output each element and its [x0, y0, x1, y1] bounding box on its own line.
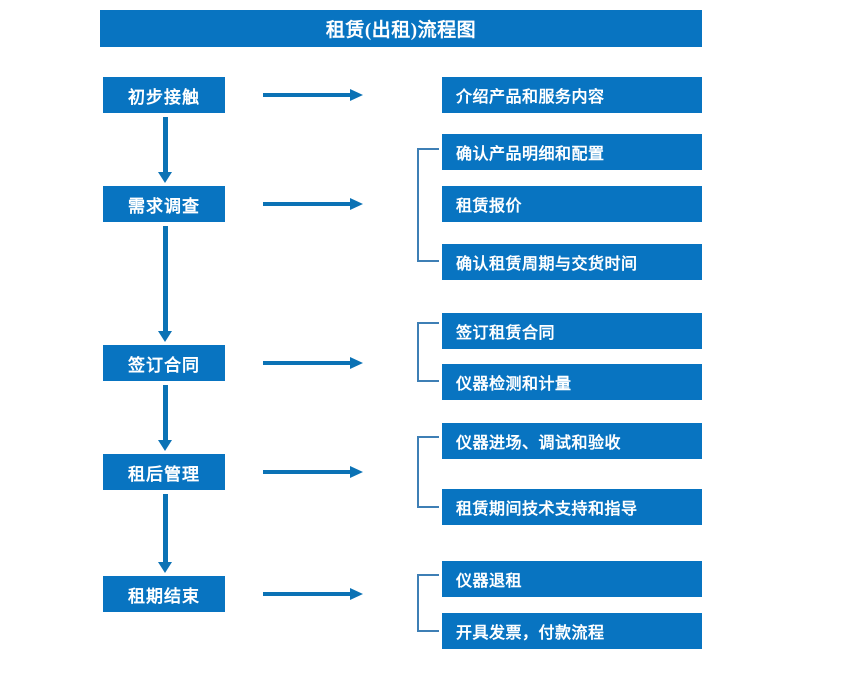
arrow-right-icon: [263, 586, 363, 602]
arrow-right-icon: [263, 355, 363, 371]
arrow-shaft: [263, 93, 351, 97]
group-bracket: [417, 574, 439, 632]
arrow-down-icon: [158, 226, 172, 342]
detail-box[interactable]: 介绍产品和服务内容: [442, 77, 702, 113]
arrow-right-icon: [263, 196, 363, 212]
detail-box[interactable]: 开具发票，付款流程: [442, 613, 702, 649]
detail-box[interactable]: 确认租赁周期与交货时间: [442, 244, 702, 280]
arrow-head: [350, 588, 363, 600]
arrow-shaft: [263, 592, 351, 596]
arrow-shaft: [163, 385, 168, 441]
arrow-shaft: [163, 226, 168, 332]
detail-box[interactable]: 确认产品明细和配置: [442, 134, 702, 170]
arrow-head: [158, 440, 172, 451]
arrow-shaft: [263, 202, 351, 206]
arrow-right-icon: [263, 87, 363, 103]
arrow-head: [350, 198, 363, 210]
stage-box[interactable]: 租后管理: [103, 454, 225, 490]
detail-box[interactable]: 租赁期间技术支持和指导: [442, 489, 702, 525]
arrow-shaft: [163, 117, 168, 173]
detail-box[interactable]: 仪器检测和计量: [442, 364, 702, 400]
arrow-shaft: [263, 470, 351, 474]
detail-box[interactable]: 仪器退租: [442, 561, 702, 597]
arrow-head: [158, 331, 172, 342]
stage-box[interactable]: 签订合同: [103, 345, 225, 381]
group-bracket: [417, 148, 439, 262]
group-bracket: [417, 436, 439, 508]
arrow-head: [350, 466, 363, 478]
arrow-head: [350, 357, 363, 369]
arrow-head: [158, 562, 172, 573]
stage-box[interactable]: 初步接触: [103, 77, 225, 113]
group-bracket: [417, 322, 439, 382]
detail-box[interactable]: 签订租赁合同: [442, 313, 702, 349]
arrow-head: [158, 172, 172, 183]
detail-box[interactable]: 仪器进场、调试和验收: [442, 423, 702, 459]
arrow-down-icon: [158, 385, 172, 451]
stage-box[interactable]: 需求调查: [103, 186, 225, 222]
arrow-right-icon: [263, 464, 363, 480]
arrow-shaft: [163, 494, 168, 563]
arrow-down-icon: [158, 494, 172, 573]
arrow-shaft: [263, 361, 351, 365]
arrow-down-icon: [158, 117, 172, 183]
stage-box[interactable]: 租期结束: [103, 576, 225, 612]
page-title: 租赁(出租)流程图: [100, 10, 702, 47]
detail-box[interactable]: 租赁报价: [442, 186, 702, 222]
arrow-head: [350, 89, 363, 101]
